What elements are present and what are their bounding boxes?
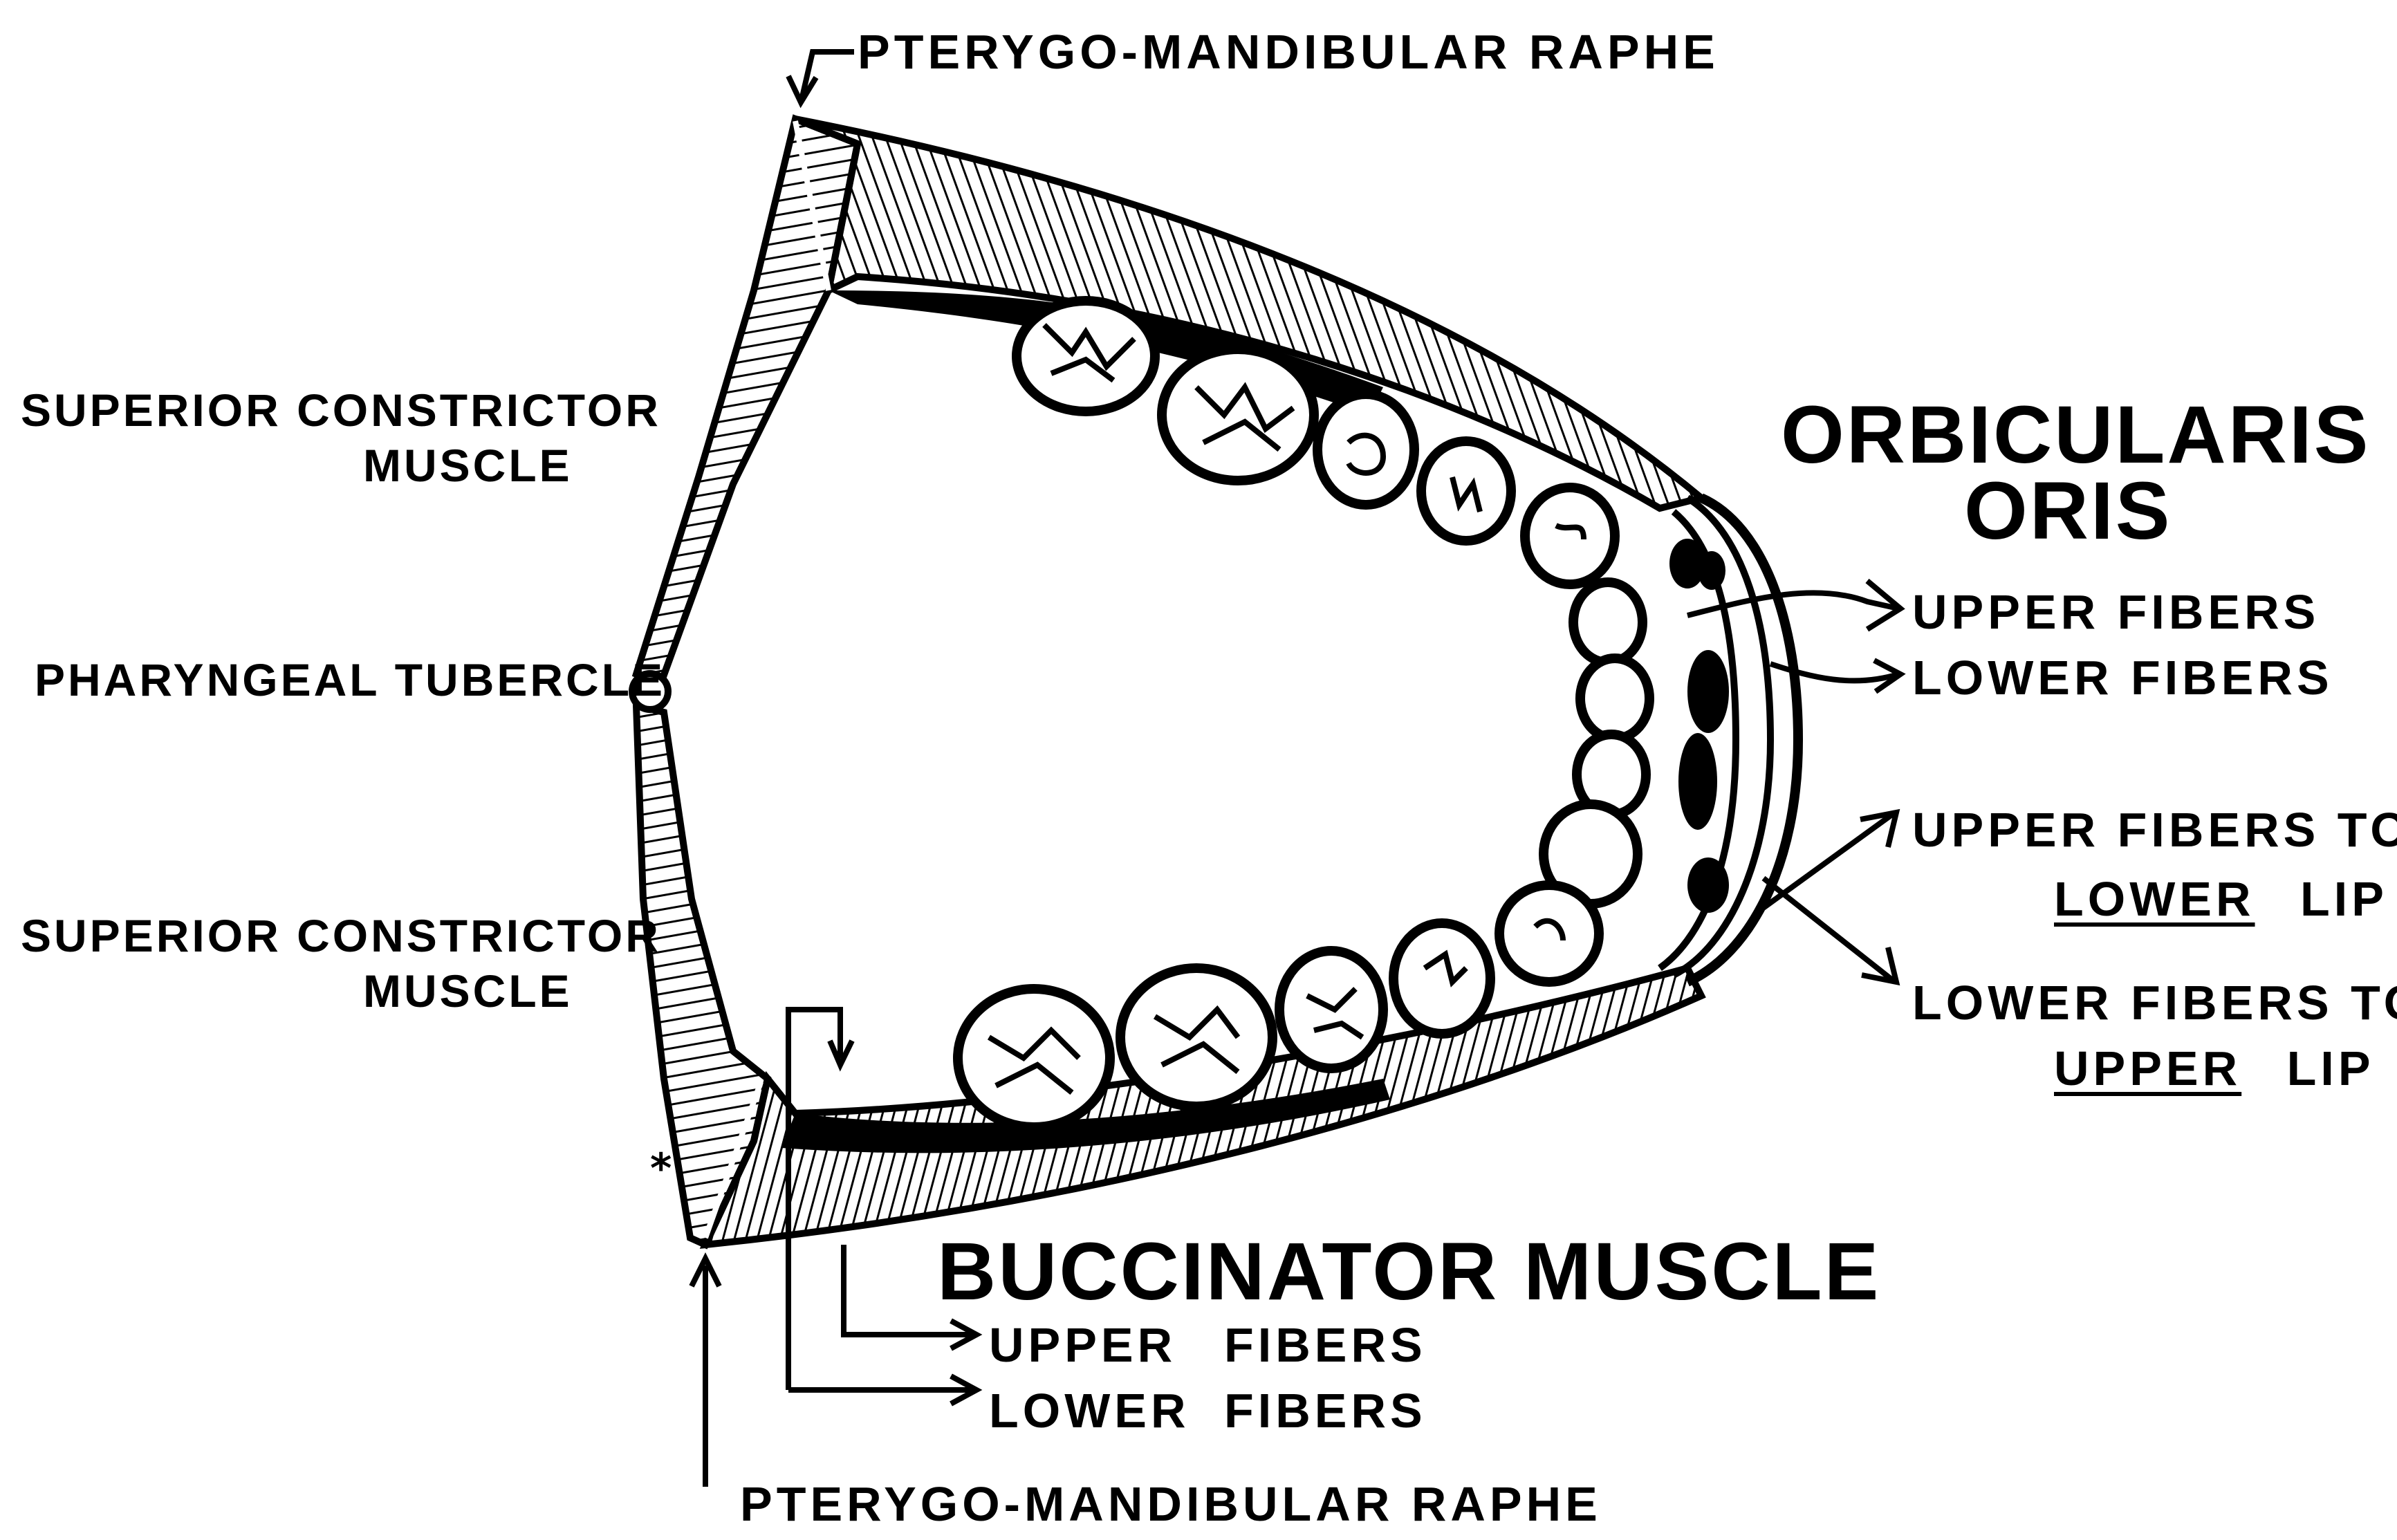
lip-word-2: LIP — [2287, 1041, 2375, 1095]
superior-constrictor-bottom-label-line1: SUPERIOR CONSTRICTOR — [21, 913, 661, 958]
upper-lip-label: UPPER LIP — [2054, 1044, 2375, 1093]
pharyngeal-tubercle-label: PHARYNGEAL TUBERCLE — [35, 657, 665, 703]
buccinator-upper-label: UPPER — [989, 1321, 1176, 1369]
superior-constrictor-bottom-label-line2: MUSCLE — [363, 968, 573, 1014]
orbicularis-oris-label-line2: ORIS — [1964, 470, 2172, 552]
pterygo-top-pointer — [788, 52, 854, 102]
orbicularis-lower-fibers-label: LOWER FIBERS — [1912, 653, 2333, 702]
buccinator-upper-fibers-label: FIBERS — [1224, 1321, 1427, 1369]
upper-fibers-to-label: UPPER FIBERS TO — [1912, 806, 2397, 854]
lip-word-1: LIP — [2300, 872, 2388, 926]
orbicularis-upper-fibers-label: UPPER FIBERS — [1912, 588, 2320, 636]
superior-constrictor-top-label-line2: MUSCLE — [363, 443, 573, 488]
upper-word: UPPER — [2054, 1041, 2241, 1095]
pterygo-mandibular-raphe-bottom-label: PTERYGO-MANDIBULAR RAPHE — [740, 1480, 1602, 1528]
superior-constrictor-top-label-line1: SUPERIOR CONSTRICTOR — [21, 387, 661, 433]
orbicularis-oris-drawing — [1660, 498, 1798, 982]
lower-lip-label: LOWER LIP — [2054, 875, 2388, 923]
lower-fibers-to-label: LOWER FIBERS TO — [1912, 978, 2397, 1027]
pterygo-bottom-pointer — [692, 1259, 719, 1487]
pterygo-mandibular-raphe-top-label: PTERYGO-MANDIBULAR RAPHE — [858, 28, 1719, 76]
lip-fiber-pointers — [1757, 813, 1896, 982]
buccinator-lower-fibers-label: FIBERS — [1224, 1386, 1427, 1435]
asterisk-mark: * — [650, 1144, 672, 1193]
buccinator-lower-label: LOWER — [989, 1386, 1190, 1435]
lower-word: LOWER — [2054, 872, 2255, 926]
superior-constrictor-upper — [636, 119, 858, 685]
buccinator-muscle-label: BUCCINATOR MUSCLE — [937, 1231, 1880, 1312]
orbicularis-oris-label-line1: ORBICULARIS — [1781, 394, 2370, 476]
